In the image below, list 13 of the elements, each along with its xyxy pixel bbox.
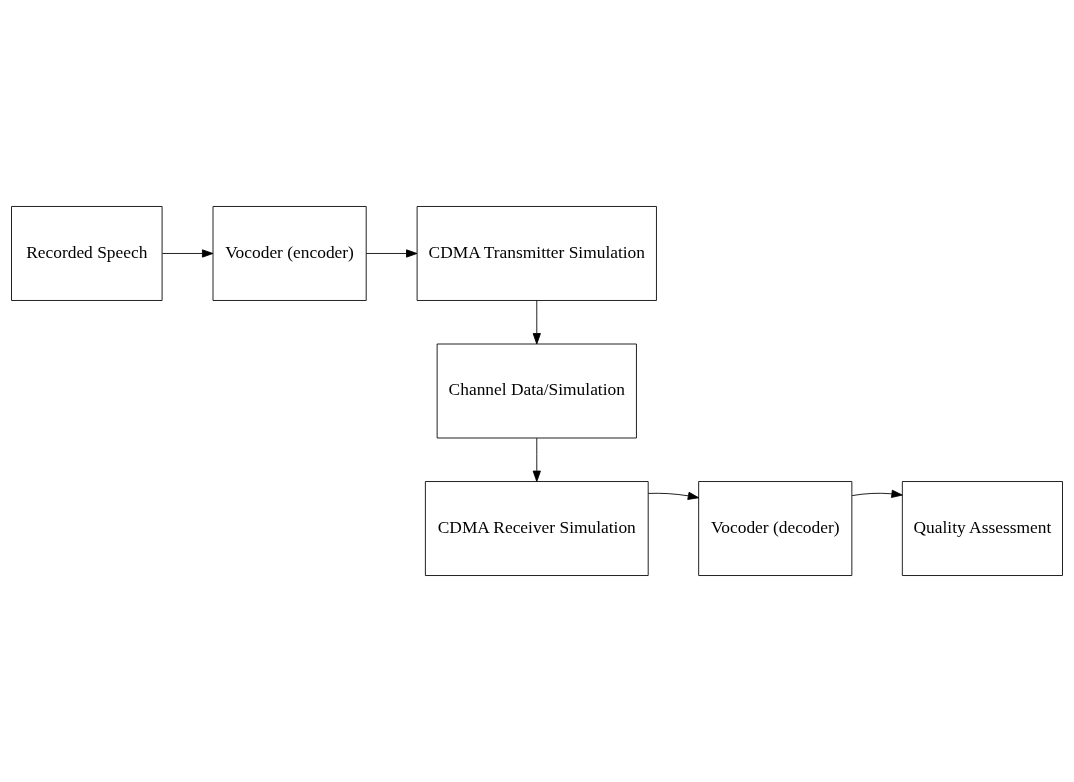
node-box: Quality Assessment: [901, 481, 1063, 576]
arrow: [532, 300, 541, 345]
arrow: [365, 249, 418, 258]
arrow: [851, 489, 903, 498]
node-box: Channel Data/Simulation: [436, 343, 637, 439]
arrow: [647, 491, 700, 500]
arrow: [532, 437, 541, 482]
node-box: CDMA Transmitter Simulation: [416, 206, 657, 301]
arrow: [162, 249, 214, 258]
node-box: Vocoder (decoder): [698, 481, 853, 576]
node-box: Vocoder (encoder): [212, 206, 367, 301]
node-box: CDMA Receiver Simulation: [424, 481, 649, 576]
node-box: Recorded Speech: [11, 206, 163, 301]
